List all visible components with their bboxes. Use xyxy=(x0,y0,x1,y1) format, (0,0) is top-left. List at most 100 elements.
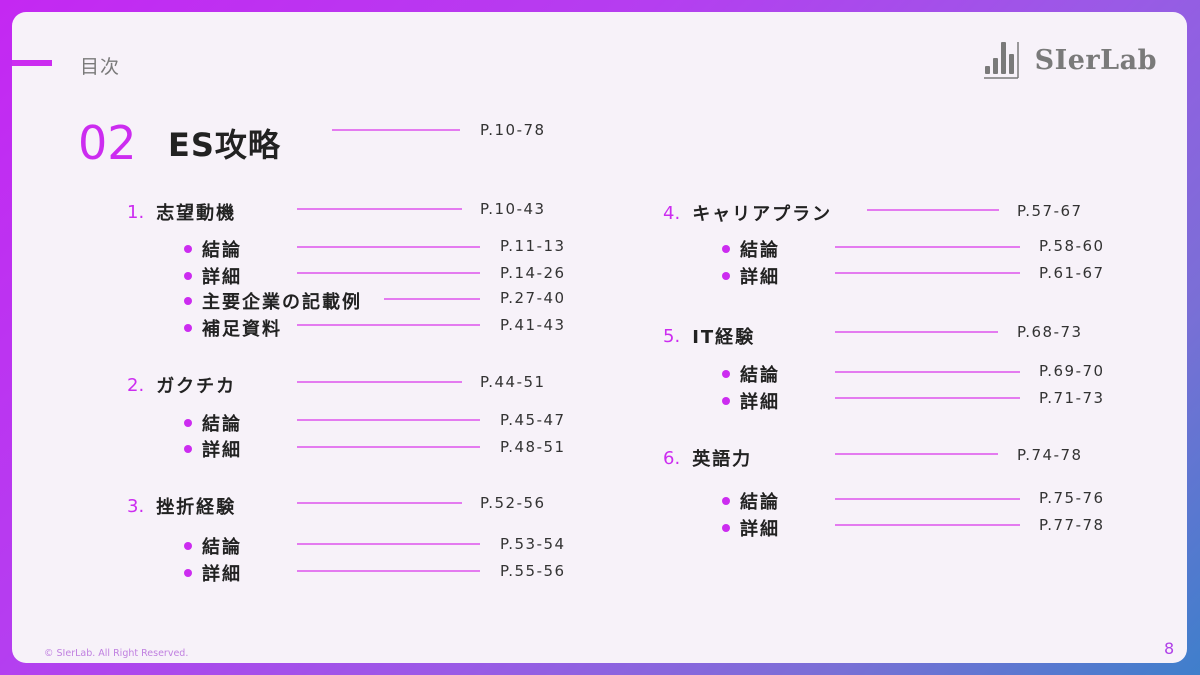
subitem-title: 主要企業の記載例 xyxy=(202,292,362,313)
leader-line xyxy=(297,502,462,504)
toc-subitem[interactable]: 結論 xyxy=(184,410,242,436)
bullet-icon xyxy=(722,245,730,253)
bullet-icon xyxy=(184,542,192,550)
subitem-title: 結論 xyxy=(202,414,242,435)
bullet-icon xyxy=(184,445,192,453)
section-pages: P.10-78 xyxy=(480,121,546,139)
subitem-title: 結論 xyxy=(202,537,242,558)
item-number: 3. xyxy=(127,495,145,517)
toc-subitem[interactable]: 詳細 xyxy=(184,263,242,289)
toc-item-2[interactable]: 2. ガクチカ xyxy=(127,372,236,398)
logo-text: SIerLab xyxy=(1034,44,1157,76)
copyright: © SIerLab. All Right Reserved. xyxy=(44,648,189,659)
bullet-icon xyxy=(722,497,730,505)
subitem-pages: P.27-40 xyxy=(500,289,566,307)
item-title: 英語力 xyxy=(692,449,753,470)
item-number: 4. xyxy=(663,202,681,224)
item-pages: P.10-43 xyxy=(480,200,546,218)
subitem-pages: P.53-54 xyxy=(500,535,566,553)
bullet-icon xyxy=(184,245,192,253)
logo: SIerLab xyxy=(983,40,1157,80)
subitem-title: 詳細 xyxy=(202,267,242,288)
subitem-title: 結論 xyxy=(740,492,780,513)
toc-subitem[interactable]: 詳細 xyxy=(722,388,780,414)
toc-item-1[interactable]: 1. 志望動機 xyxy=(127,199,236,225)
toc-subitem[interactable]: 詳細 xyxy=(184,560,242,586)
subitem-pages: P.71-73 xyxy=(1039,389,1105,407)
section-number: 02 xyxy=(78,116,137,170)
subitem-title: 詳細 xyxy=(202,564,242,585)
leader-line xyxy=(835,453,998,455)
toc-label: 目次 xyxy=(80,56,121,78)
subitem-pages: P.11-13 xyxy=(500,237,566,255)
item-title: 挫折経験 xyxy=(156,497,237,518)
subitem-pages: P.45-47 xyxy=(500,411,566,429)
page-number: 8 xyxy=(1164,639,1175,658)
toc-item-5[interactable]: 5. IT経験 xyxy=(663,323,755,349)
leader-line xyxy=(297,381,462,383)
subitem-title: 結論 xyxy=(740,240,780,261)
leader-line xyxy=(835,498,1020,500)
subitem-title: 結論 xyxy=(740,365,780,386)
toc-subitem[interactable]: 詳細 xyxy=(722,263,780,289)
subitem-title: 詳細 xyxy=(202,440,242,461)
toc-subitem[interactable]: 結論 xyxy=(722,361,780,387)
leader-line xyxy=(835,397,1020,399)
toc-subitem[interactable]: 主要企業の記載例 xyxy=(184,288,362,314)
toc-subitem[interactable]: 結論 xyxy=(722,236,780,262)
item-number: 5. xyxy=(663,325,681,347)
bar-chart-logo-icon xyxy=(983,42,1019,79)
bullet-icon xyxy=(722,397,730,405)
subitem-pages: P.58-60 xyxy=(1039,237,1105,255)
subitem-pages: P.75-76 xyxy=(1039,489,1105,507)
toc-item-6[interactable]: 6. 英語力 xyxy=(663,445,752,471)
toc-subitem[interactable]: 結論 xyxy=(722,488,780,514)
subitem-pages: P.61-67 xyxy=(1039,264,1105,282)
toc-subitem[interactable]: 結論 xyxy=(184,533,242,559)
item-number: 2. xyxy=(127,374,145,396)
bullet-icon xyxy=(722,272,730,280)
leader-line xyxy=(297,543,480,545)
subitem-title: 詳細 xyxy=(740,392,780,413)
leader-line xyxy=(297,324,480,326)
toc-subitem[interactable]: 補足資料 xyxy=(184,315,282,341)
leader-line xyxy=(297,208,462,210)
bullet-icon xyxy=(184,419,192,427)
bullet-icon xyxy=(184,324,192,332)
subitem-pages: P.41-43 xyxy=(500,316,566,334)
leader-line xyxy=(297,446,480,448)
subitem-title: 結論 xyxy=(202,240,242,261)
toc-subitem[interactable]: 詳細 xyxy=(722,515,780,541)
toc-subitem[interactable]: 結論 xyxy=(184,236,242,262)
subitem-pages: P.77-78 xyxy=(1039,516,1105,534)
toc-item-3[interactable]: 3. 挫折経験 xyxy=(127,493,236,519)
subitem-pages: P.48-51 xyxy=(500,438,566,456)
leader-line xyxy=(297,419,480,421)
subitem-title: 詳細 xyxy=(740,519,780,540)
leader-line xyxy=(835,331,998,333)
section-heading: 02 ES攻略 xyxy=(78,116,281,170)
toc-item-4[interactable]: 4. キャリアプラン xyxy=(663,200,832,226)
slide-card: 目次 SIerLab 02 ES攻略 P.10-78 1. 志望動機 P.10-… xyxy=(12,12,1187,663)
accent-bar xyxy=(12,60,52,66)
item-number: 1. xyxy=(127,201,145,223)
subitem-title: 補足資料 xyxy=(202,319,282,340)
item-title: IT経験 xyxy=(692,327,756,348)
leader-line xyxy=(297,272,480,274)
item-pages: P.68-73 xyxy=(1017,323,1083,341)
leader-line xyxy=(867,209,999,211)
bullet-icon xyxy=(722,370,730,378)
item-title: ガクチカ xyxy=(156,376,237,397)
toc-subitem[interactable]: 詳細 xyxy=(184,436,242,462)
item-pages: P.57-67 xyxy=(1017,202,1083,220)
bullet-icon xyxy=(184,569,192,577)
subitem-title: 詳細 xyxy=(740,267,780,288)
item-title: 志望動機 xyxy=(156,203,237,224)
leader-line xyxy=(297,570,480,572)
leader-line xyxy=(835,246,1020,248)
subitem-pages: P.14-26 xyxy=(500,264,566,282)
subitem-pages: P.55-56 xyxy=(500,562,566,580)
item-pages: P.44-51 xyxy=(480,373,546,391)
bullet-icon xyxy=(722,524,730,532)
leader-line xyxy=(835,371,1020,373)
